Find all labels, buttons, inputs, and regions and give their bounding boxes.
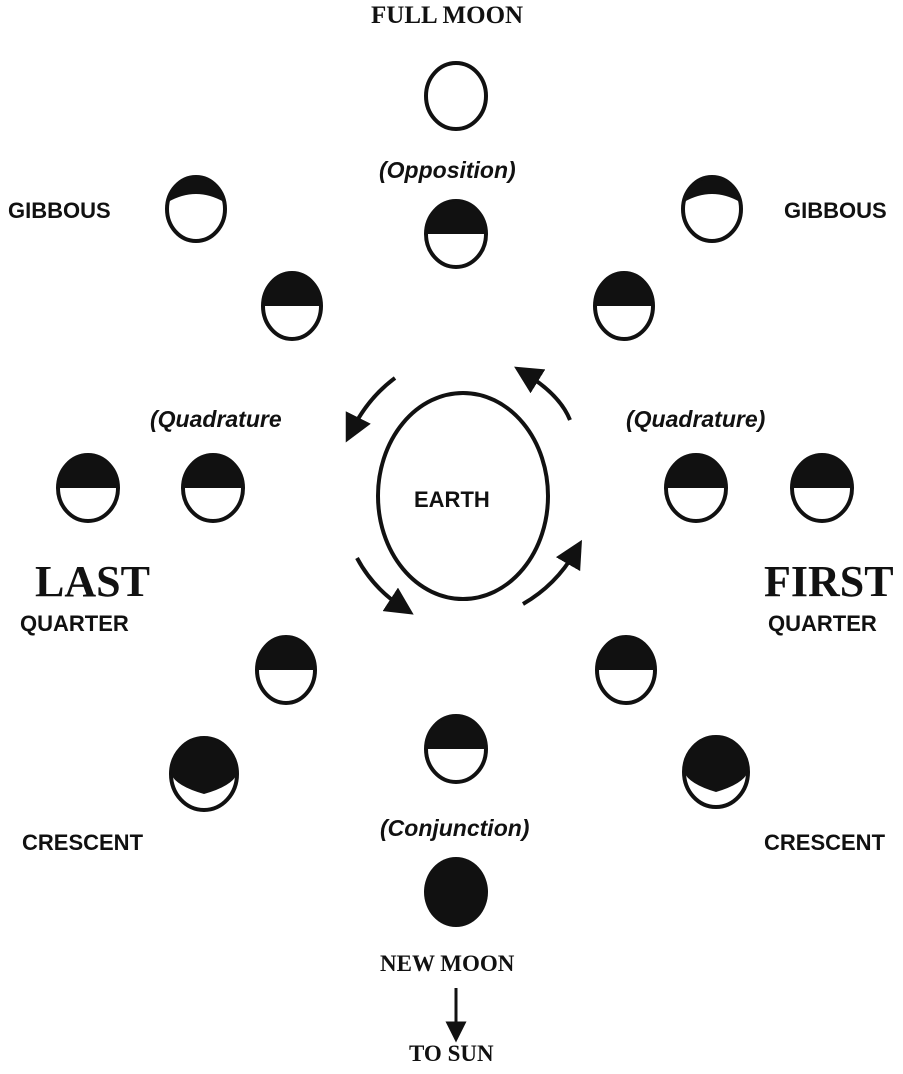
last-label: LAST (35, 556, 150, 607)
moon-icon-upper-right (595, 273, 653, 339)
moon-icon-first-quarter-outer (792, 455, 852, 521)
orbit-arrow-top-left (352, 378, 395, 430)
moon-icon-upper-left (263, 273, 321, 339)
new-moon-label: NEW MOON (380, 951, 514, 977)
gibbous-moon-icon-left (167, 177, 225, 241)
moon-icon-last-quarter-outer (58, 455, 118, 521)
moon-icon-first-quarter-inner (666, 455, 726, 521)
first-label: FIRST (764, 556, 894, 607)
earth-label: EARTH (414, 487, 490, 513)
gibbous-moon-icon-right (683, 177, 741, 241)
moon-icon-lower-left (257, 637, 315, 703)
quadrature-label-left: (Quadrature (150, 406, 282, 433)
last-quarter-label: QUARTER (20, 611, 129, 637)
moon-icon-opposition (426, 201, 486, 267)
crescent-moon-icon-left (171, 738, 237, 810)
moon-icon-conjunction (426, 716, 486, 782)
new-moon-icon (424, 857, 488, 927)
to-sun-label: TO SUN (409, 1041, 494, 1067)
opposition-label: (Opposition) (379, 157, 516, 184)
full-moon-label: FULL MOON (371, 2, 523, 30)
gibbous-label-left: GIBBOUS (8, 198, 111, 224)
crescent-label-right: CRESCENT (764, 830, 885, 856)
orbit-arrow-top-right (526, 374, 570, 420)
conjunction-label: (Conjunction) (380, 815, 529, 842)
full-moon-icon (426, 63, 486, 129)
crescent-label-left: CRESCENT (22, 830, 143, 856)
moon-icon-lower-right (597, 637, 655, 703)
gibbous-label-right: GIBBOUS (784, 198, 887, 224)
moon-icon-last-quarter-inner (183, 455, 243, 521)
first-quarter-label: QUARTER (768, 611, 877, 637)
crescent-moon-icon-right (684, 737, 748, 807)
quadrature-label-right: (Quadrature) (626, 406, 765, 433)
orbit-arrow-bottom-left (357, 558, 402, 607)
